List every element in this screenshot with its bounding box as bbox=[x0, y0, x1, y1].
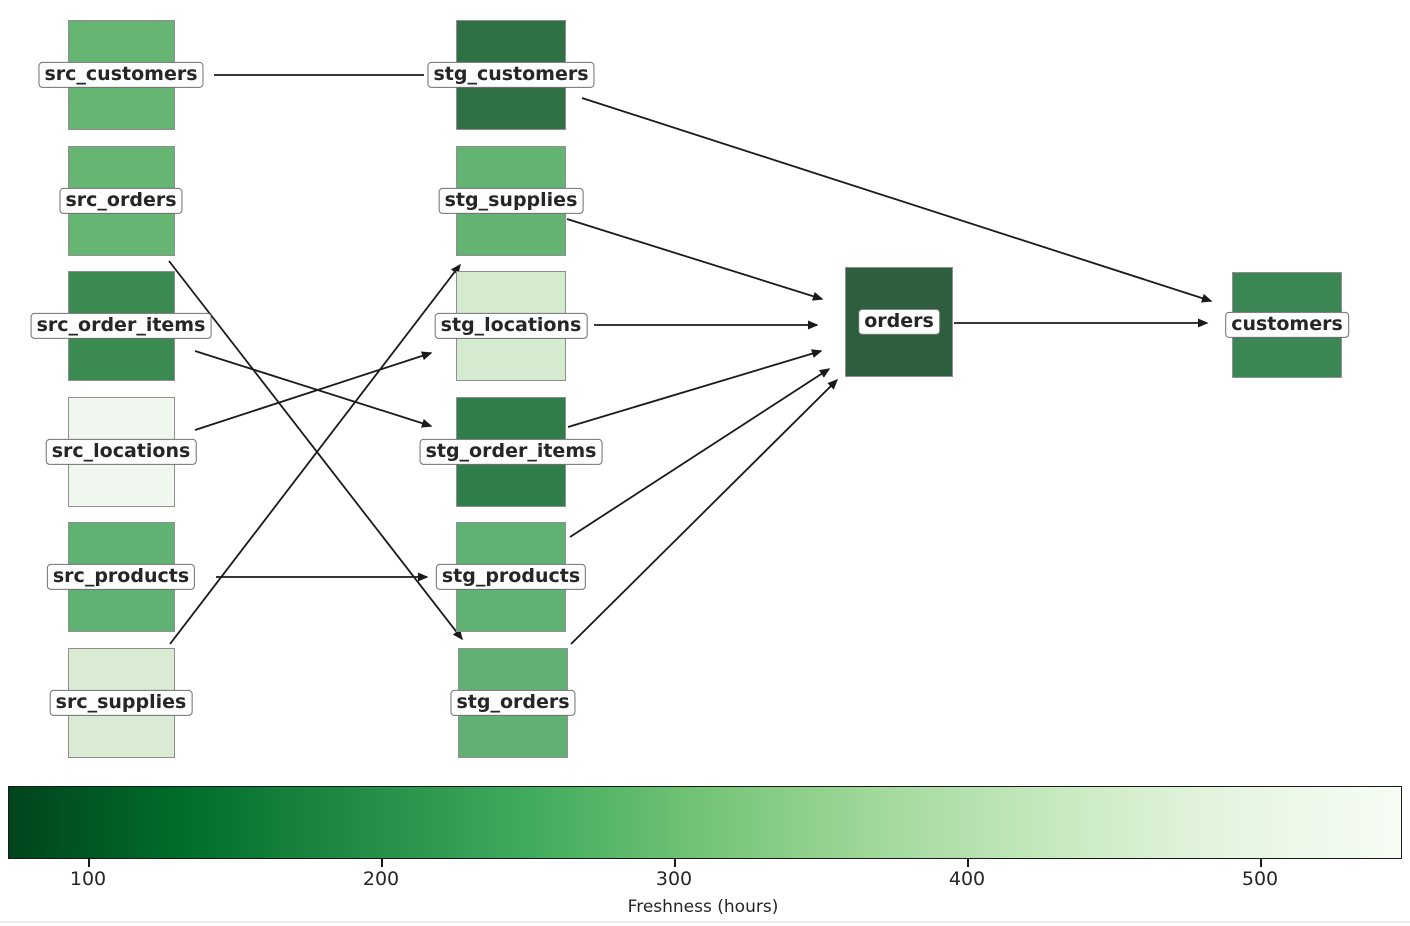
edge-stg-products-to-orders bbox=[569, 368, 831, 538]
colorbar-gradient bbox=[8, 786, 1402, 859]
colorbar-tick-300 bbox=[674, 859, 676, 867]
node-src-supplies-label: src_supplies bbox=[49, 689, 193, 717]
colorbar-tick-label-200: 200 bbox=[362, 868, 400, 890]
node-stg-locations-label: stg_locations bbox=[434, 312, 588, 340]
colorbar-tick-label-100: 100 bbox=[69, 868, 107, 890]
node-stg-customers-label: stg_customers bbox=[427, 61, 595, 89]
node-src-products-label: src_products bbox=[46, 563, 196, 591]
node-stg-orders-label: stg_orders bbox=[450, 689, 576, 717]
colorbar-tick-500 bbox=[1260, 859, 1262, 867]
node-src-customers-label: src_customers bbox=[38, 61, 204, 89]
edge-stg-order-items-to-orders bbox=[567, 349, 823, 428]
edge-stg-customers-to-customers bbox=[581, 97, 1213, 303]
colorbar-tick-label-400: 400 bbox=[948, 868, 986, 890]
node-src-order-items-label: src_order_items bbox=[30, 312, 212, 340]
node-customers-label: customers bbox=[1225, 311, 1349, 339]
edge-src-orders-to-stg-orders bbox=[168, 260, 463, 641]
colorbar-tick-label-300: 300 bbox=[655, 868, 693, 890]
node-stg-products-label: stg_products bbox=[435, 563, 587, 591]
colorbar-axis-label: Freshness (hours) bbox=[627, 897, 779, 917]
colorbar-tick-label-500: 500 bbox=[1241, 868, 1279, 890]
figure-bottom-border bbox=[0, 921, 1410, 923]
edge-src-locations-to-stg-locations bbox=[194, 351, 433, 431]
colorbar-tick-100 bbox=[88, 859, 90, 867]
edge-src-supplies-to-stg-supplies bbox=[169, 263, 461, 645]
node-src-orders-label: src_orders bbox=[59, 187, 183, 215]
node-src-locations-label: src_locations bbox=[45, 438, 197, 466]
edge-stg-orders-to-orders bbox=[570, 378, 839, 645]
node-stg-supplies-label: stg_supplies bbox=[438, 187, 584, 215]
colorbar-tick-200 bbox=[381, 859, 383, 867]
node-stg-order-items-label: stg_order_items bbox=[419, 438, 603, 466]
edge-src-order-items-to-stg-order-items bbox=[194, 350, 433, 428]
colorbar-tick-400 bbox=[967, 859, 969, 867]
edge-stg-supplies-to-orders bbox=[566, 218, 824, 301]
node-orders-label: orders bbox=[858, 308, 940, 336]
